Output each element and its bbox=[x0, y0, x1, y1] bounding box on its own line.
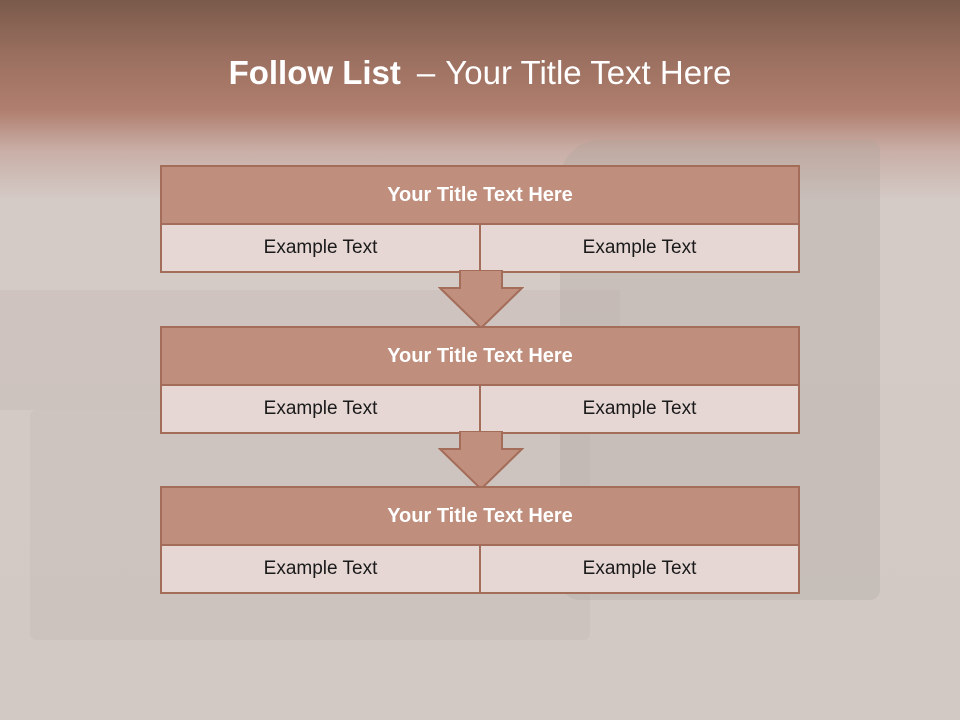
block-cell-right: Example Text bbox=[479, 546, 798, 592]
block-title: Your Title Text Here bbox=[162, 328, 798, 386]
down-arrow-icon bbox=[438, 270, 524, 330]
block-cell-left: Example Text bbox=[162, 386, 479, 432]
block-title: Your Title Text Here bbox=[162, 167, 798, 225]
slide-title-rest: Your Title Text Here bbox=[445, 54, 732, 91]
block-cell-left: Example Text bbox=[162, 546, 479, 592]
slide-title-dash: – bbox=[416, 54, 436, 91]
block-title: Your Title Text Here bbox=[162, 488, 798, 546]
block-row: Example Text Example Text bbox=[162, 546, 798, 592]
down-arrow-icon bbox=[438, 431, 524, 491]
block-row: Example Text Example Text bbox=[162, 225, 798, 271]
list-block-1: Your Title Text Here Example Text Exampl… bbox=[160, 165, 800, 273]
slide-title-bold: Follow List bbox=[228, 54, 401, 91]
list-block-3: Your Title Text Here Example Text Exampl… bbox=[160, 486, 800, 594]
block-row: Example Text Example Text bbox=[162, 386, 798, 432]
list-block-2: Your Title Text Here Example Text Exampl… bbox=[160, 326, 800, 434]
block-cell-left: Example Text bbox=[162, 225, 479, 271]
block-cell-right: Example Text bbox=[479, 225, 798, 271]
block-cell-right: Example Text bbox=[479, 386, 798, 432]
slide-title: Follow List–Your Title Text Here bbox=[0, 54, 960, 92]
